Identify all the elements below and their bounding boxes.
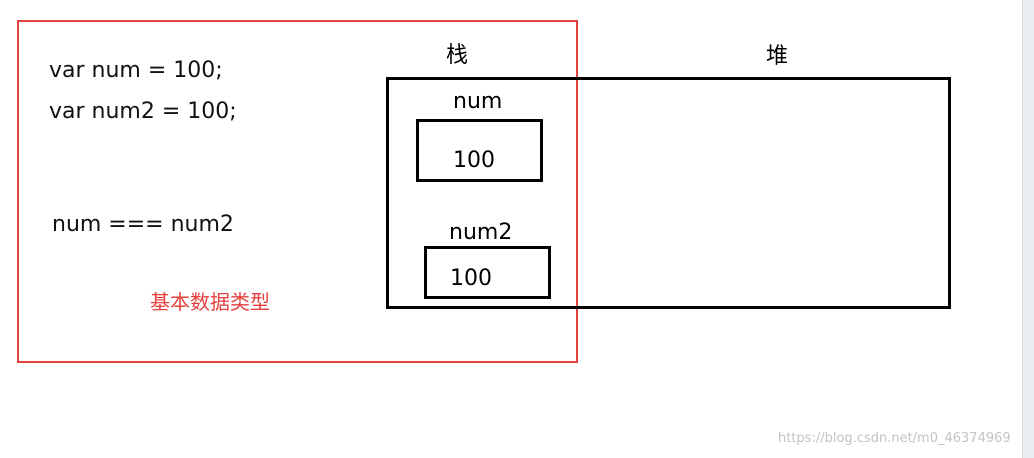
stack-cell-num2 — [424, 246, 551, 299]
stack-cell-num — [416, 119, 543, 182]
frame-label: 基本数据类型 — [150, 290, 270, 314]
code-line-2: var num2 = 100; — [49, 99, 237, 124]
primitive-type-frame — [17, 20, 578, 363]
watermark-text: https://blog.csdn.net/m0_46374969 — [778, 431, 1011, 446]
code-line-1: var num = 100; — [49, 58, 223, 83]
stack-var-name-num2: num2 — [449, 220, 513, 245]
heap-label: 堆 — [766, 44, 789, 69]
stack-cell-value-num2: 100 — [450, 266, 492, 291]
memory-box — [386, 77, 951, 309]
stack-label: 栈 — [446, 43, 469, 68]
stack-cell-value-num: 100 — [453, 148, 495, 173]
stack-var-name-num: num — [453, 89, 503, 114]
right-edge-strip — [1022, 0, 1034, 458]
code-comparison: num === num2 — [52, 212, 234, 237]
